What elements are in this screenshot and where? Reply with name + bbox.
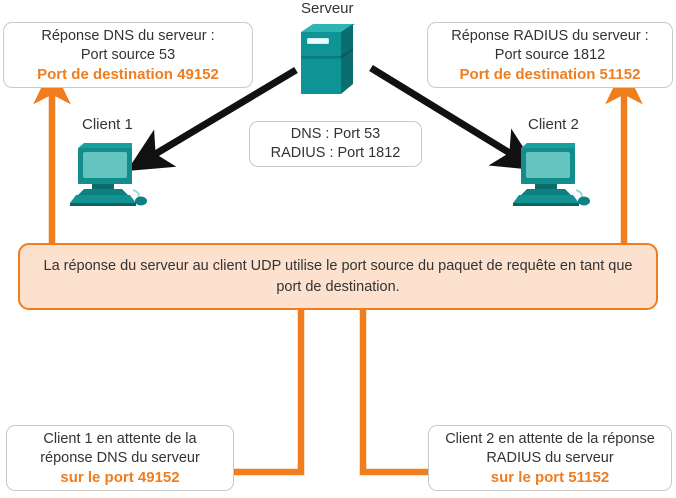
callout-client2-waiting-line2: RADIUS du serveur: [486, 449, 614, 466]
callout-dns-response-line2: Port source 53: [80, 46, 176, 63]
server-label: Serveur: [301, 0, 354, 17]
client1-desktop-computer-icon: [70, 140, 152, 208]
callout-client1-waiting-line1: Client 1 en attente de la: [43, 430, 197, 447]
callout-server-ports-line1: DNS : Port 53: [290, 126, 381, 142]
callout-server-ports-line2: RADIUS : Port 1812: [270, 145, 401, 161]
callout-client1-waiting-line3: sur le port 49152: [60, 468, 180, 486]
callout-dns-response-line1: Réponse DNS du serveur :: [41, 27, 215, 44]
callout-server-ports: DNS : Port 53 RADIUS : Port 1812: [249, 121, 422, 167]
callout-dns-response: Réponse DNS du serveur : Port source 53 …: [3, 22, 253, 88]
callout-dns-response-line3: Port de destination 49152: [37, 65, 219, 83]
udp-response-message-box: La réponse du serveur au client UDP util…: [18, 243, 658, 310]
client2-desktop-computer-icon: [513, 140, 595, 208]
callout-radius-response-line1: Réponse RADIUS du serveur :: [451, 27, 649, 44]
callout-client1-waiting: Client 1 en attente de la réponse DNS du…: [6, 425, 234, 491]
callout-radius-response: Réponse RADIUS du serveur : Port source …: [427, 22, 673, 88]
message-line1: La réponse du serveur au client UDP util…: [43, 257, 556, 274]
callout-client1-waiting-line2: réponse DNS du serveur: [40, 449, 200, 466]
callout-client2-waiting-line1: Client 2 en attente de la réponse: [445, 430, 655, 447]
callout-client2-waiting-line3: sur le port 51152: [490, 468, 610, 486]
callout-client2-waiting: Client 2 en attente de la réponse RADIUS…: [428, 425, 672, 491]
callout-radius-response-line3: Port de destination 51152: [459, 65, 641, 83]
client1-label: Client 1: [82, 116, 133, 133]
callout-radius-response-line2: Port source 1812: [494, 46, 606, 63]
client2-label: Client 2: [528, 116, 579, 133]
message-line2: en tant que port de destination.: [276, 257, 633, 295]
server-tower-icon: [297, 24, 363, 98]
